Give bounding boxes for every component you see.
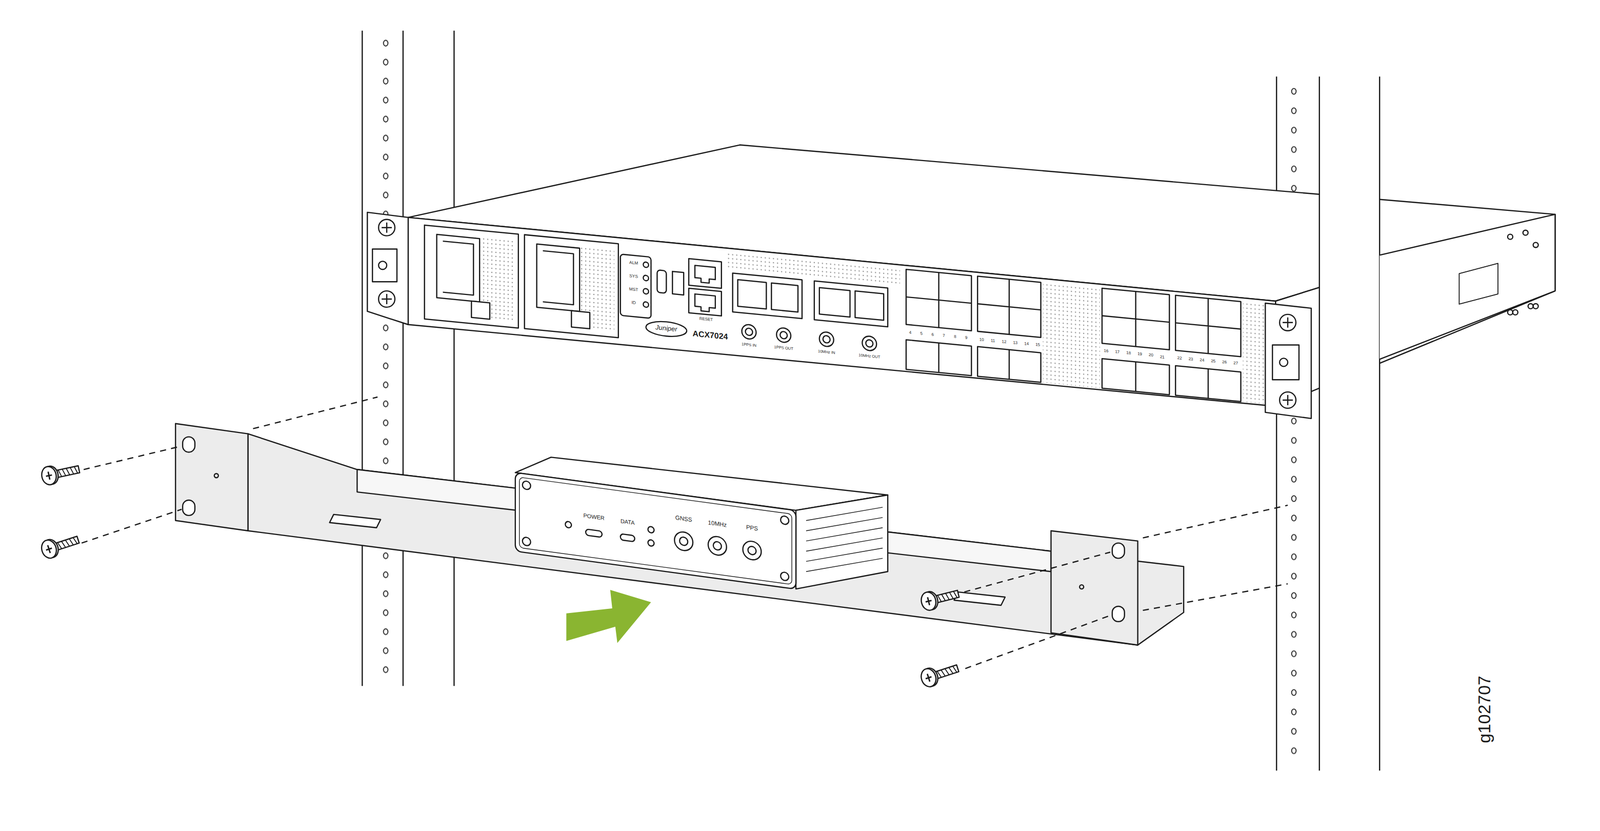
brand-logo: Juniper (654, 324, 678, 334)
port-number: 14 (1023, 341, 1030, 347)
port-number: 9 (964, 335, 968, 340)
model-name: ACX7024 (691, 330, 729, 343)
port-number: 26 (1221, 360, 1228, 366)
led-label: ID (631, 301, 637, 306)
button-label: RESET (698, 316, 714, 323)
port-number: 11 (990, 337, 996, 343)
port-number: 23 (1188, 356, 1194, 362)
port-number: 17 (1114, 350, 1120, 355)
port-number: 22 (1176, 355, 1183, 361)
port-number: 4 (908, 330, 912, 335)
port-number: 20 (1148, 353, 1154, 358)
led-label: SYS (628, 274, 639, 280)
connector-label: PPS (745, 525, 759, 533)
port-number: 15 (1034, 342, 1041, 348)
port-number: 10 (978, 336, 985, 342)
port-number: 5 (920, 331, 924, 336)
port-number: 6 (930, 332, 934, 337)
port-label: 10MHz IN (817, 350, 836, 357)
port-label: 10MHz OUT (857, 354, 881, 361)
connector-label: 10MHz (707, 520, 728, 529)
port-number: 16 (1103, 348, 1110, 354)
port-number: 12 (1001, 338, 1008, 344)
port-number: 19 (1136, 352, 1143, 357)
port-label: POWER (582, 513, 605, 523)
led-label: ALM (628, 261, 639, 267)
port-number: 13 (1012, 340, 1018, 345)
port-number: 27 (1232, 361, 1239, 367)
port-number: 21 (1159, 354, 1166, 359)
port-number: 7 (942, 333, 946, 338)
port-label: DATA (620, 518, 636, 527)
port-number: 24 (1199, 357, 1206, 363)
led-label: MST (628, 287, 639, 293)
port-label: 1PPS IN (741, 343, 757, 349)
port-number: 25 (1210, 359, 1216, 365)
figure-id: g102707 (1475, 674, 1494, 744)
port-number: 8 (953, 334, 957, 339)
port-number: 18 (1125, 351, 1132, 356)
connector-label: GNSS (674, 515, 693, 524)
port-label: 1PPS OUT (773, 346, 794, 353)
